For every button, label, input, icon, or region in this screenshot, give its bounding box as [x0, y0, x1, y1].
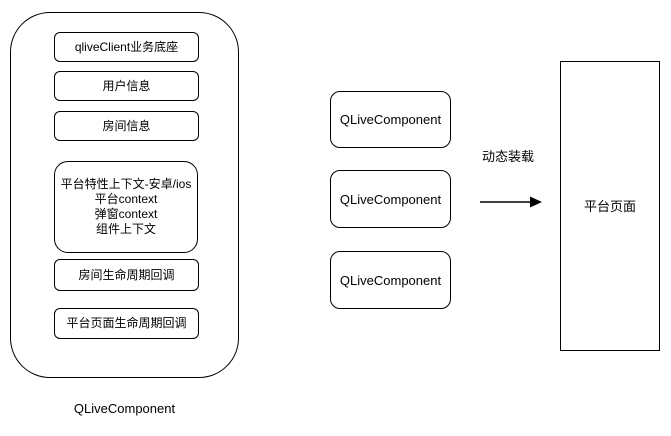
box-label: QLiveComponent [339, 191, 442, 207]
box-label: 平台页面生命周期回调 [66, 316, 187, 330]
qlive-component-box: QLiveComponent [330, 91, 451, 148]
box-label: QLiveComponent [339, 272, 442, 288]
right-arrow-icon [480, 196, 542, 208]
context-line: 平台context [94, 192, 158, 206]
context-line: 弹窗context [94, 207, 158, 221]
box-qliveclient-base: qliveClient业务底座 [54, 32, 199, 62]
qlive-component-box: QLiveComponent [330, 170, 451, 228]
context-line: 平台特性上下文-安卓/ios [60, 177, 192, 191]
box-label: QLiveComponent [339, 112, 442, 127]
box-page-lifecycle-callback: 平台页面生命周期回调 [54, 308, 199, 339]
box-label: 用户信息 [102, 78, 151, 93]
box-label: qliveClient业务底座 [74, 39, 179, 54]
box-label: 房间信息 [102, 118, 151, 133]
context-line: 组件上下文 [95, 222, 156, 236]
platform-page-box: 平台页面 [560, 61, 660, 351]
box-platform-context: 平台特性上下文-安卓/ios 平台context 弹窗context 组件上下文 [54, 161, 198, 253]
box-label: 平台页面 [583, 198, 636, 214]
qlive-component-box: QLiveComponent [330, 251, 451, 309]
left-container-caption: QLiveComponent [73, 401, 176, 416]
qlive-component-container: qliveClient业务底座 用户信息 房间信息 平台特性上下文-安卓/ios… [10, 12, 239, 378]
box-user-info: 用户信息 [54, 71, 199, 101]
dynamic-load-label: 动态装载 [481, 149, 534, 164]
box-label: 房间生命周期回调 [78, 267, 175, 282]
box-room-lifecycle-callback: 房间生命周期回调 [54, 259, 199, 291]
box-room-info: 房间信息 [54, 111, 199, 141]
